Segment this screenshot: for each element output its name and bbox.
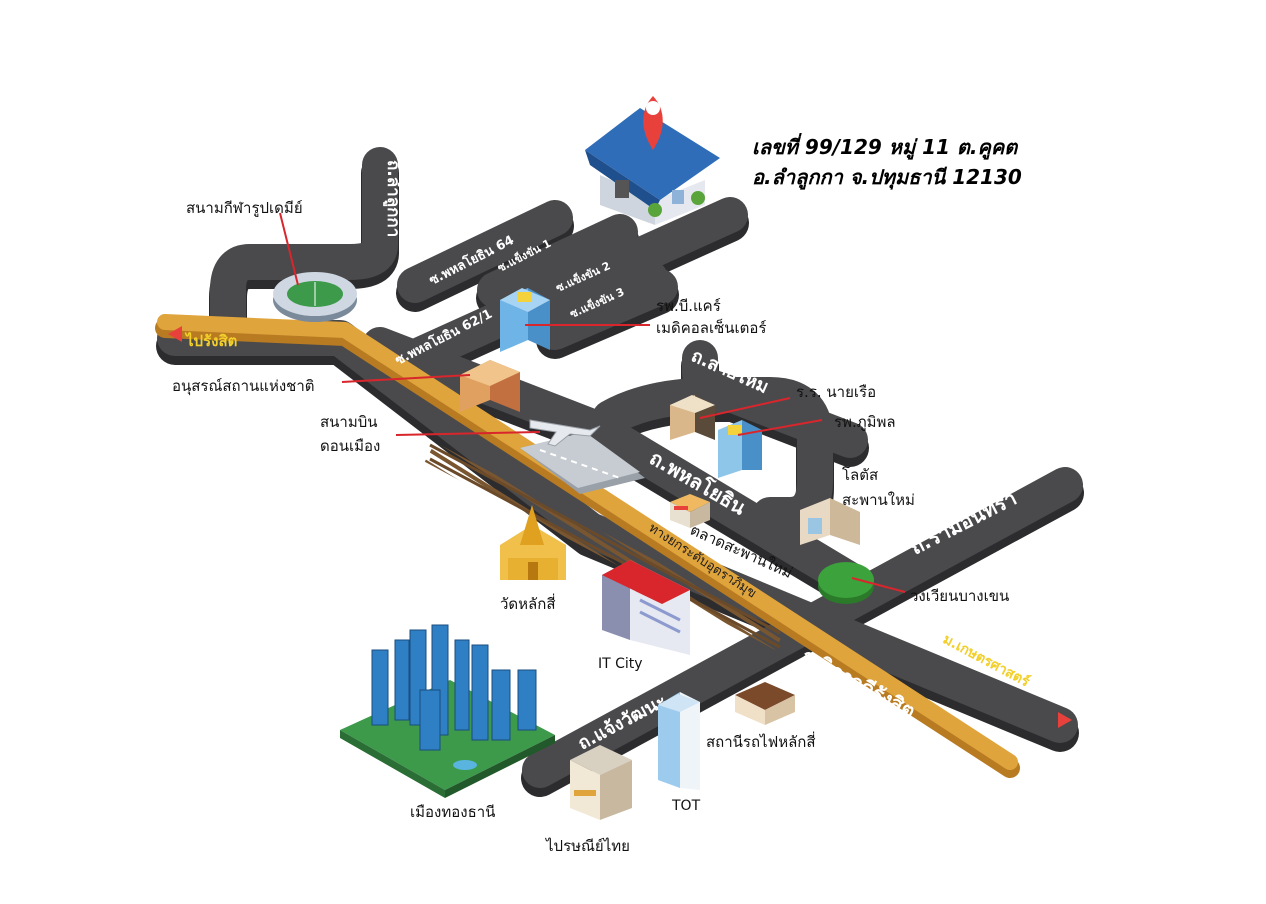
label-circle: วงเวียนบางเขน bbox=[910, 587, 1010, 605]
label-hospital-bcare-2: เมดิคอลเซ็นเตอร์ bbox=[656, 319, 767, 337]
post-office-icon bbox=[570, 745, 632, 820]
label-tot: TOT bbox=[672, 798, 701, 814]
stadium-icon bbox=[273, 272, 357, 322]
label-hospital-bcare-1: รพ.บี.แคร์ bbox=[656, 297, 721, 315]
leader-lines bbox=[279, 212, 906, 593]
navy-school-icon bbox=[670, 395, 715, 440]
label-it-city: IT City bbox=[598, 656, 643, 672]
road-loop bbox=[592, 377, 833, 533]
address-line-1: เลขที่ 99/129 หมู่ 11 ต.คูคต bbox=[752, 135, 1018, 159]
road-khaeng-khan-1 bbox=[477, 214, 638, 308]
label-lotus-2: สะพานใหม่ bbox=[842, 491, 915, 509]
arrow-to-rangsit-icon bbox=[168, 326, 182, 342]
bhumibol-hospital-icon bbox=[718, 420, 762, 478]
train-station-icon bbox=[735, 682, 795, 725]
monument-building-icon bbox=[460, 360, 520, 412]
label-airport-2: ดอนเมือง bbox=[320, 437, 381, 455]
road-soi-62-1 bbox=[402, 197, 748, 373]
market-icon bbox=[670, 494, 710, 528]
label-airport-1: สนามบิน bbox=[320, 413, 378, 431]
label-lotus-1: โลตัส bbox=[842, 466, 879, 484]
roundabout-icon bbox=[818, 562, 874, 604]
label-muang-thong: เมืองทองธานี bbox=[410, 803, 496, 821]
label-bhumibol: รพ.ภูมิพล bbox=[834, 413, 896, 431]
label-stadium: สนามกีฬารูปเดมีย์ bbox=[186, 199, 303, 217]
label-monument: อนุสรณ์สถานแห่งชาติ bbox=[172, 377, 315, 395]
road-soi-64 bbox=[397, 200, 573, 303]
address-line-2: อ.ลำลูกกา จ.ปทุมธานี 12130 bbox=[752, 165, 1022, 189]
expressway bbox=[155, 314, 1020, 778]
muang-thong-thani-icon bbox=[340, 624, 555, 798]
lotus-store-icon bbox=[800, 498, 860, 545]
railway bbox=[424, 442, 786, 650]
address-block: เลขที่ 99/129 หมู่ 11 ต.คูคต อ.ลำลูกกา จ… bbox=[752, 132, 1022, 192]
it-city-icon bbox=[602, 560, 690, 655]
label-to-rangsit: ไปรังสิต bbox=[184, 331, 237, 350]
hospital-bcare-icon bbox=[500, 288, 550, 352]
location-pin-icon bbox=[643, 96, 663, 150]
label-train-station: สถานีรถไฟหลักสี่ bbox=[706, 733, 816, 751]
target-house-icon bbox=[585, 108, 720, 225]
road-lam-luk-ka bbox=[210, 147, 398, 343]
label-temple: วัดหลักสี่ bbox=[500, 595, 556, 613]
label-post-office: ไปรษณีย์ไทย bbox=[546, 837, 630, 855]
label-navy-school: ร.ร. นายเรือ bbox=[796, 383, 877, 401]
airport-icon bbox=[520, 419, 645, 494]
arrow-to-kaset-icon bbox=[1058, 712, 1072, 728]
temple-icon bbox=[500, 505, 566, 580]
tot-building-icon bbox=[658, 692, 700, 790]
label-lam-luk-ka: ถ.ลำลูกกา bbox=[382, 160, 403, 237]
